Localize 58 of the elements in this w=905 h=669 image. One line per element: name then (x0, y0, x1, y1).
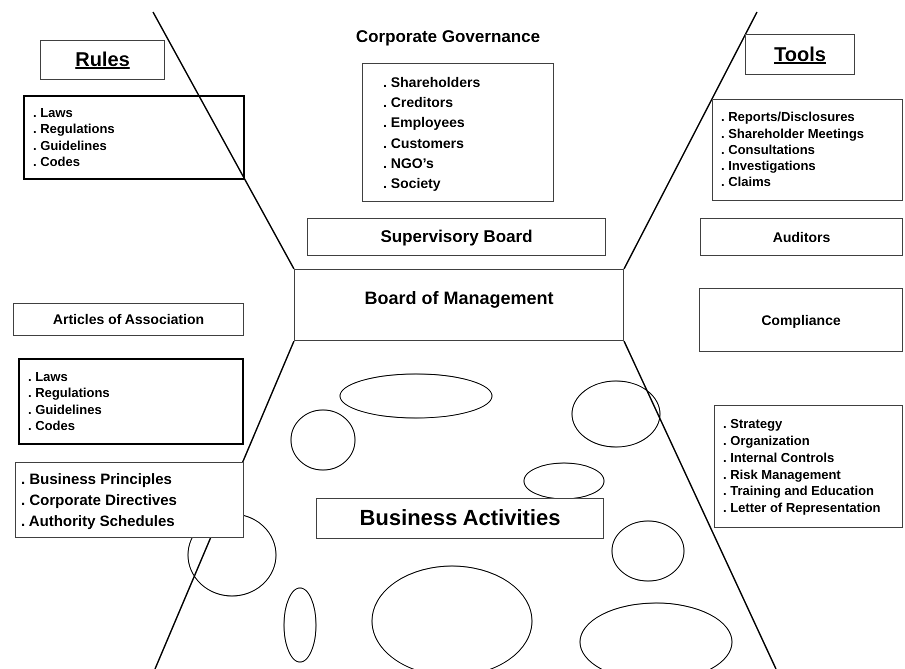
ellipse-shape (339, 373, 493, 419)
list-box (18, 358, 244, 445)
list-item: . Internal Controls (723, 450, 836, 466)
list-item: . NGO’s (383, 154, 435, 173)
list-box (362, 63, 554, 202)
list-item: . Organization (723, 432, 811, 450)
rules-heading: Rules (75, 48, 130, 72)
list-item: . Letter of Representation (723, 500, 882, 518)
list-box (15, 462, 244, 538)
list-item: . Strategy (723, 416, 784, 433)
list-item: . Shareholders (383, 72, 482, 92)
list-item: . Authority Schedules (21, 512, 176, 532)
box-label: Articles of Association (52, 311, 204, 328)
list-item: . Training and Education (723, 483, 875, 500)
label-box (40, 40, 165, 80)
box-label: Auditors (772, 228, 830, 246)
tools-heading: Tools (774, 42, 826, 66)
list-item: . Guidelines (33, 138, 108, 154)
list-item: . Laws (28, 369, 69, 386)
ellipse-shape (290, 409, 356, 471)
list-box (714, 405, 903, 528)
label-box (700, 218, 903, 256)
label-box (316, 498, 604, 539)
list-item: . Employees (383, 113, 466, 132)
list-item: . Codes (28, 418, 76, 434)
list-item: . Codes (33, 154, 81, 170)
list-item: . Risk Management (723, 466, 842, 484)
list-item: . Laws (33, 105, 74, 122)
diagram-title: Corporate Governance (354, 27, 542, 47)
label-box (13, 303, 244, 336)
list-item: . Customers (383, 134, 465, 152)
ellipse-shape (523, 462, 605, 500)
ellipse-shape (611, 520, 685, 582)
label-box (699, 288, 903, 352)
list-item: . Corporate Directives (21, 490, 178, 510)
list-item: . Investigations (721, 158, 817, 174)
list-box (23, 95, 245, 180)
label-box (745, 34, 855, 75)
list-item: . Society (383, 174, 442, 194)
list-item: . Shareholder Meetings (721, 126, 866, 142)
list-item: . Consultations (721, 142, 816, 158)
list-item: . Regulations (28, 385, 111, 402)
box-label: Business Activities (360, 505, 560, 532)
list-item: . Reports/Disclosures (721, 109, 856, 126)
box-label: Supervisory Board (380, 226, 533, 248)
ellipse-shape (571, 380, 661, 448)
label-box (294, 269, 624, 341)
label-box (307, 218, 606, 256)
box-label: Board of Management (364, 288, 554, 310)
list-item: . Creditors (383, 92, 454, 112)
ellipse-shape (187, 513, 277, 597)
list-item: . Claims (721, 174, 772, 191)
list-box (712, 99, 903, 201)
list-item: . Regulations (33, 121, 116, 138)
list-item: . Business Principles (21, 470, 173, 490)
ellipse-shape (283, 587, 317, 663)
box-label: Compliance (761, 312, 841, 328)
list-item: . Guidelines (28, 402, 103, 418)
